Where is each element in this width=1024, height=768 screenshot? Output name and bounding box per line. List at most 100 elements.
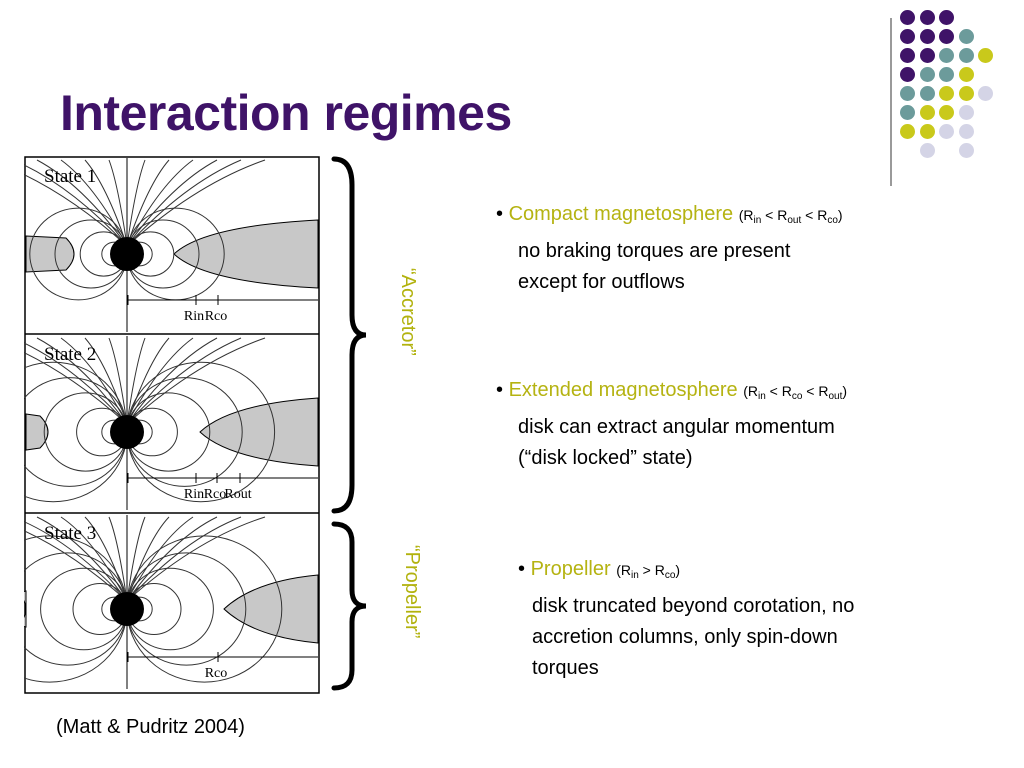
decorative-dot — [919, 48, 935, 63]
bullet-body: no braking torques are present except fo… — [518, 240, 791, 293]
panel-state-label: State 3 — [44, 523, 96, 544]
open-field-line — [126, 159, 218, 247]
decorative-dot — [939, 105, 954, 120]
open-field-line — [36, 159, 128, 247]
open-field-line — [84, 159, 128, 247]
bullet-body: disk can extract angular momentum (“disk… — [518, 416, 835, 469]
decorative-dot — [958, 124, 974, 139]
decorative-dot — [939, 10, 954, 25]
accretor-label: “Accretor” — [397, 268, 419, 356]
radius-tick-label: Rout — [224, 487, 251, 502]
bullet-condition: (Rin < Rout < Rco) — [738, 207, 843, 226]
decorative-dot — [958, 105, 974, 120]
accretor-brace — [331, 156, 367, 514]
bullet-marker: • — [496, 379, 504, 401]
open-field-line — [126, 337, 194, 425]
bullet-propeller: • Propeller (Rin > Rco) disk truncated b… — [518, 554, 854, 684]
decorative-dot — [939, 29, 954, 44]
open-field-line — [84, 516, 128, 602]
citation: (Matt & Pudritz 2004) — [56, 716, 245, 738]
open-field-line — [126, 516, 242, 602]
decorative-dot — [939, 86, 954, 101]
radius-tick-label: Rin — [184, 487, 204, 502]
open-field-line — [24, 164, 128, 247]
open-field-line — [24, 174, 128, 247]
bullet-term: Extended magnetosphere — [508, 379, 738, 401]
open-field-line — [126, 337, 242, 425]
bullet-extended-magnetosphere: • Extended magnetosphere (Rin < Rco < Ro… — [496, 375, 847, 474]
open-field-line — [126, 159, 194, 247]
decorative-dot — [919, 143, 935, 158]
open-field-line — [126, 159, 266, 247]
open-field-line — [126, 516, 266, 602]
open-field-line — [108, 337, 128, 425]
decorative-dot — [939, 67, 954, 82]
bullet-term: Propeller — [530, 558, 611, 580]
radius-tick-label: Rco — [204, 487, 227, 502]
left-disk — [24, 590, 27, 628]
decorative-dot — [919, 105, 935, 120]
decorative-dot — [978, 86, 993, 101]
open-field-line — [60, 337, 128, 425]
open-field-line — [126, 159, 146, 247]
open-field-line — [24, 530, 128, 602]
decorative-dot — [919, 86, 935, 101]
radius-tick-label: Rco — [205, 309, 228, 324]
open-field-line — [126, 516, 218, 602]
open-field-line — [108, 516, 128, 602]
star — [110, 415, 144, 449]
slide-title: Interaction regimes — [60, 85, 512, 141]
open-field-line — [36, 516, 128, 602]
decorative-dot — [900, 48, 915, 63]
open-field-line — [126, 337, 146, 425]
open-field-line — [60, 159, 128, 247]
decorative-dot — [919, 124, 935, 139]
decorative-dot — [958, 67, 974, 82]
open-field-line — [126, 516, 146, 602]
decorative-dot — [958, 48, 974, 63]
right-disk — [223, 574, 319, 644]
decorative-dot — [900, 67, 915, 82]
left-disk — [25, 413, 49, 451]
radius-tick-label: Rin — [184, 309, 204, 324]
open-field-line — [126, 516, 194, 602]
divider-line — [890, 18, 892, 186]
panel-state-label: State 1 — [44, 166, 96, 187]
panel-state-label: State 2 — [44, 344, 96, 365]
decorative-dot — [919, 29, 935, 44]
star — [110, 592, 144, 626]
bullet-body: disk truncated beyond corotation, no acc… — [532, 595, 855, 679]
open-field-line — [126, 337, 170, 425]
decorative-dot — [900, 10, 915, 25]
open-field-line — [84, 337, 128, 425]
open-field-line — [126, 516, 170, 602]
bullet-marker: • — [496, 203, 504, 225]
bullet-compact-magnetosphere: • Compact magnetosphere (Rin < Rout < Rc… — [496, 199, 843, 298]
open-field-line — [126, 337, 218, 425]
left-disk — [25, 235, 75, 273]
decorative-dot — [900, 105, 915, 120]
right-disk — [199, 397, 319, 467]
propeller-label: “Propeller” — [401, 545, 423, 639]
open-field-line — [24, 342, 128, 425]
open-field-line — [126, 159, 170, 247]
bullet-marker: • — [518, 558, 526, 580]
decorative-dot — [978, 48, 993, 63]
star — [110, 237, 144, 271]
bullet-condition: (Rin < Rco < Rout) — [743, 383, 848, 402]
open-field-line — [36, 337, 128, 425]
open-field-line — [126, 159, 242, 247]
decorative-dot — [958, 29, 974, 44]
decorative-dot — [900, 124, 915, 139]
decorative-dot — [900, 86, 915, 101]
decorative-dot — [919, 67, 935, 82]
bullet-term: Compact magnetosphere — [508, 203, 734, 225]
open-field-line — [24, 521, 128, 602]
open-field-line — [126, 337, 266, 425]
propeller-brace — [331, 521, 367, 691]
